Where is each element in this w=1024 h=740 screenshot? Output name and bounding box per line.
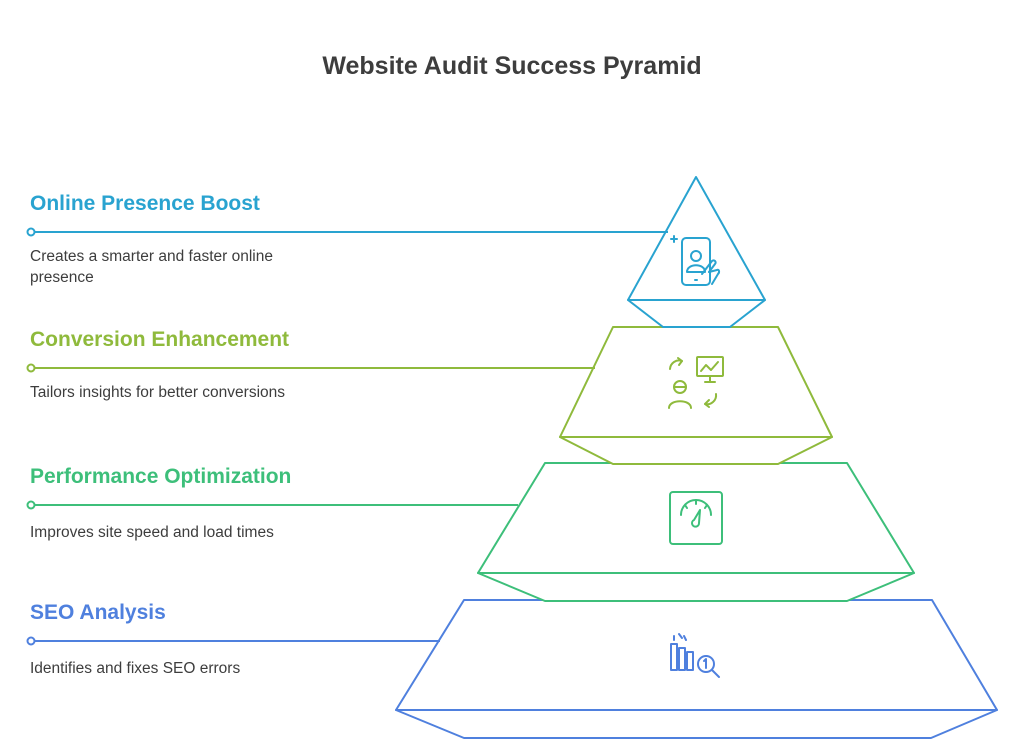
level-2-description: Tailors insights for better conversions bbox=[30, 384, 286, 401]
level-3-heading: Performance Optimization bbox=[30, 465, 292, 488]
speedometer-icon bbox=[669, 491, 723, 545]
level-3-description: Improves site speed and load times bbox=[30, 524, 274, 541]
pyramid-level-conversion-enhancement bbox=[26, 326, 833, 465]
level-4-description: Identifies and fixes SEO errors bbox=[30, 660, 241, 677]
user-analytics-icon bbox=[668, 356, 724, 409]
pyramid-level-performance-optimization bbox=[26, 462, 915, 602]
pyramid-level-seo-analysis bbox=[26, 599, 998, 739]
diagram-title: Website Audit Success Pyramid bbox=[322, 52, 702, 80]
smartphone-user-icon bbox=[670, 235, 721, 286]
level-2-heading: Conversion Enhancement bbox=[30, 328, 290, 351]
level-1-description: Creates a smarter and faster online pres… bbox=[30, 248, 273, 286]
level-1-heading: Online Presence Boost bbox=[30, 192, 260, 215]
level-4-heading: SEO Analysis bbox=[30, 601, 166, 624]
pyramid-level-online-presence-boost bbox=[26, 176, 766, 328]
bar-chart-search-icon bbox=[670, 633, 720, 678]
